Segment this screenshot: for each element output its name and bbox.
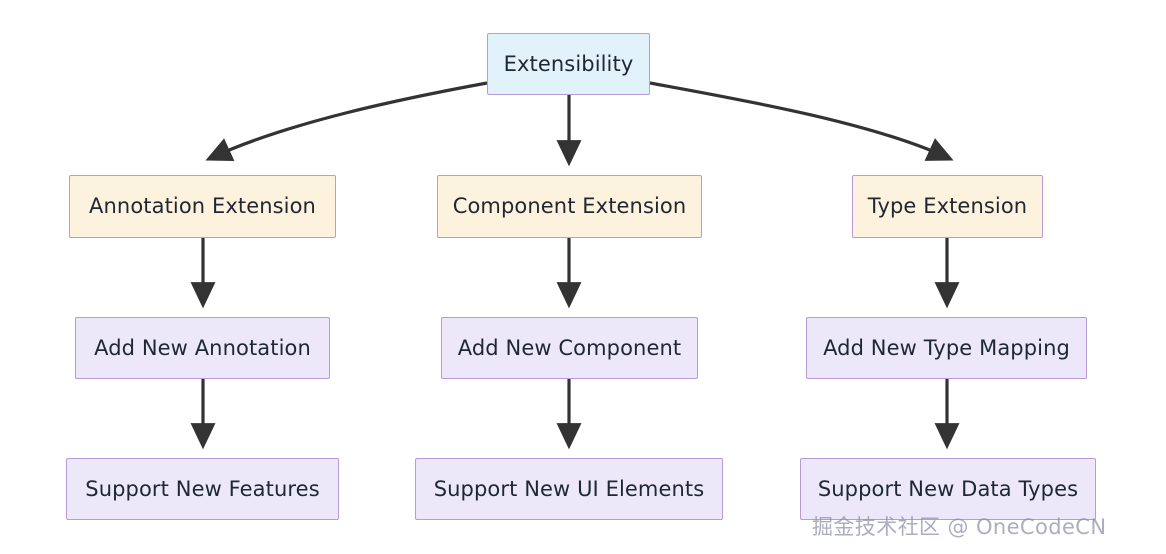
node-add-new-component[interactable]: Add New Component [441,317,698,379]
node-label: Add New Type Mapping [823,335,1070,360]
node-label: Type Extension [867,194,1028,218]
node-add-new-annotation[interactable]: Add New Annotation [75,317,330,379]
node-label: Component Extension [452,194,687,218]
node-annotation-extension[interactable]: Annotation Extension [69,175,336,238]
node-label: Support New UI Elements [433,476,705,501]
node-add-new-type-mapping[interactable]: Add New Type Mapping [806,317,1087,379]
node-label: Support New Data Types [817,476,1079,501]
node-label: Add New Annotation [94,335,311,360]
node-label: Add New Component [457,335,682,360]
node-component-extension[interactable]: Component Extension [437,175,702,238]
node-support-new-data-types[interactable]: Support New Data Types [800,458,1096,520]
edge-root-to-type-extension [649,81,954,161]
node-label: Annotation Extension [89,194,316,218]
node-label: Support New Features [85,476,320,501]
edge-root-to-annotation-extension [205,81,488,161]
node-extensibility[interactable]: Extensibility [487,33,650,95]
node-label: Extensibility [503,51,634,76]
node-support-new-features[interactable]: Support New Features [66,458,339,520]
node-type-extension[interactable]: Type Extension [852,175,1043,238]
watermark-text: 掘金技术社区 @ OneCodeCN [812,515,1107,539]
node-support-new-ui-elements[interactable]: Support New UI Elements [415,458,723,520]
